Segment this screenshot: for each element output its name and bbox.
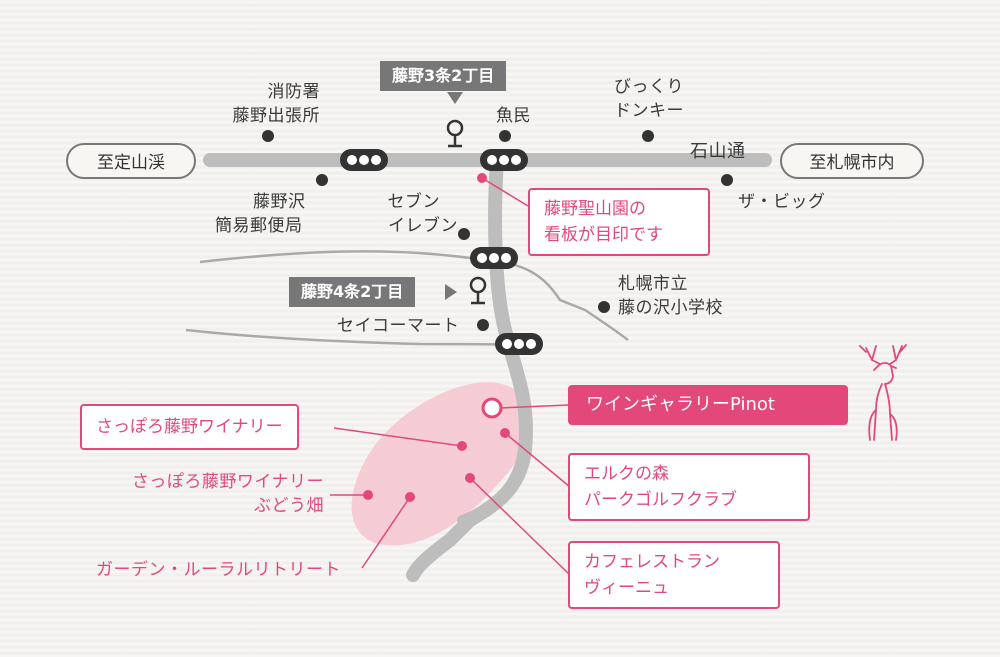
stop-pointer-2 [445, 284, 457, 300]
cafe-line2: ヴィーニュ [584, 578, 669, 598]
traffic-light-1 [340, 149, 388, 171]
label-seven-line1: セブン [387, 192, 440, 212]
destination-left: 至定山渓 [66, 143, 196, 179]
line-elk [504, 432, 571, 488]
road-branch [457, 505, 493, 525]
dot-donki [642, 130, 654, 142]
label-post-office-line2: 簡易郵便局 [215, 216, 303, 236]
elk-callout: エルクの森 パークゴルフクラブ [568, 453, 810, 521]
dot-seicomart [477, 319, 489, 331]
label-fire-station-line1: 消防署 [267, 82, 320, 102]
label-donki-line1: びっくり [614, 77, 684, 97]
pinot-marker [481, 397, 503, 419]
line-winery [333, 427, 463, 447]
winery-callout: さっぽろ藤野ワイナリー [80, 404, 299, 450]
line-cafe [469, 477, 571, 576]
dot-the-big [721, 174, 733, 186]
label-post-office: 藤野沢 簡易郵便局 [215, 190, 306, 238]
pink-dot-cafe [465, 473, 475, 483]
label-ishiyama: 石山通 [690, 141, 746, 162]
label-donki: びっくり ドンキー [614, 75, 684, 123]
label-post-office-line1: 藤野沢 [253, 192, 306, 212]
label-seicomart: セイコーマート [337, 316, 460, 336]
signboard-line1: 藤野聖山園の [544, 199, 646, 219]
bus-stop-icon-2 [469, 276, 487, 305]
elk-line1: エルクの森 [584, 464, 669, 484]
pink-dot-elk [500, 428, 510, 438]
line-signboard [481, 177, 529, 207]
dot-seven [458, 228, 470, 240]
elk-line2: パークゴルフクラブ [584, 490, 737, 510]
cafe-callout: カフェレストラン ヴィーニュ [568, 541, 780, 609]
dot-post-office [316, 174, 328, 186]
wine-gallery-pinot: ワインギャラリーPinot [568, 385, 848, 425]
cafe-line1: カフェレストラン [584, 552, 720, 572]
label-uotami: 魚民 [496, 106, 531, 126]
vineyard-line1: さっぽろ藤野ワイナリー [131, 472, 324, 492]
line-pinot [499, 404, 569, 409]
deer-icon [859, 344, 907, 441]
label-the-big: ザ・ビッグ [738, 192, 826, 212]
destination-right: 至札幌市内 [780, 143, 924, 179]
vineyard-label: さっぽろ藤野ワイナリー ぶどう畑 [88, 470, 324, 518]
label-seven: セブン イレブン [350, 190, 458, 238]
bus-stop-icon-1 [446, 119, 464, 148]
pink-dot-vineyard-b [405, 492, 415, 502]
traffic-light-3 [470, 247, 518, 269]
traffic-light-2 [480, 149, 528, 171]
label-fire-station: 消防署 藤野出張所 [210, 80, 320, 128]
traffic-light-4 [495, 333, 543, 355]
garden-label: ガーデン・ルーラルリトリート [96, 560, 341, 580]
vineyard-line2: ぶどう畑 [254, 496, 324, 516]
signboard-callout: 藤野聖山園の 看板が目印です [528, 188, 710, 256]
label-donki-line2: ドンキー [614, 101, 684, 121]
pink-dot-vineyard-a [363, 490, 373, 500]
dot-uotami [499, 130, 511, 142]
dot-fire-station [262, 130, 274, 142]
label-school: 札幌市立 藤の沢小学校 [618, 272, 723, 320]
label-school-line1: 札幌市立 [618, 274, 688, 294]
line-garden [361, 496, 411, 569]
dot-school [598, 301, 610, 313]
label-school-line2: 藤の沢小学校 [618, 298, 723, 318]
label-fire-station-line2: 藤野出張所 [232, 106, 320, 126]
label-seven-line2: イレブン [388, 216, 458, 236]
pink-dot-signboard [477, 173, 487, 183]
winery-area [351, 382, 531, 546]
bus-stop-label-4jo: 藤野4条2丁目 [289, 277, 416, 307]
bus-stop-label-3jo: 藤野3条2丁目 [380, 61, 507, 91]
signboard-line2: 看板が目印です [544, 225, 663, 245]
side-road-lower [185, 328, 521, 347]
pink-dot-winery [457, 441, 467, 451]
stop-pointer-1 [447, 92, 463, 104]
